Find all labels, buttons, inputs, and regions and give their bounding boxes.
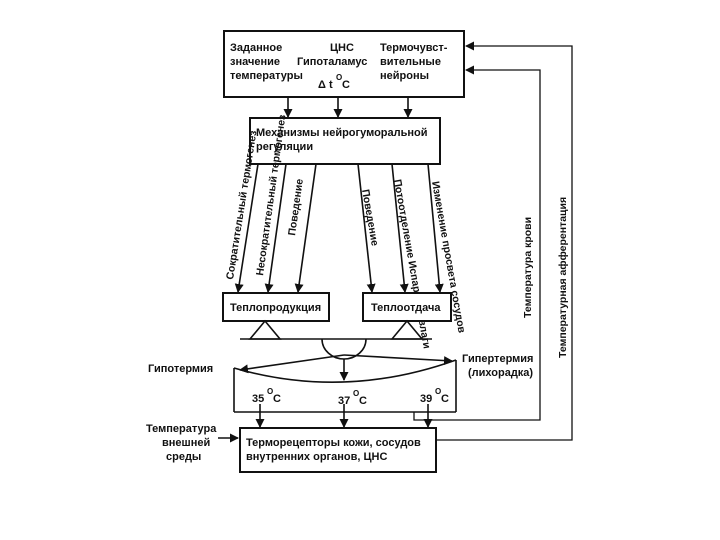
receptors-line-2: внутренних органов, ЦНС: [246, 451, 387, 463]
cns-label: ЦНС: [330, 42, 354, 54]
thermosensitive-line-1: Термочувст-: [380, 42, 448, 54]
hypothalamus-box: [223, 30, 465, 98]
hypothermia-label: Гипотермия: [148, 363, 213, 375]
setpoint-line-2: значение: [230, 56, 280, 68]
hyperthermia-label: Гипертермия: [462, 353, 533, 365]
left-weight-triangle: [248, 319, 282, 340]
temp-39-sup: O: [435, 387, 441, 396]
thermosensitive-line-3: нейроны: [380, 70, 429, 82]
label-contractile: Сократительный термогенез: [224, 130, 259, 281]
heat-production-label: Теплопродукция: [230, 302, 321, 314]
arrow-noncontractile: [264, 163, 287, 293]
delta-unit: C: [342, 79, 350, 91]
receptors-line-1: Терморецепторы кожи, сосудов: [246, 437, 421, 449]
arrow-to-hyperthermia: [343, 354, 453, 366]
arrow-to-hypothermia: [239, 354, 345, 374]
delta-degree-sup: O: [336, 73, 342, 82]
arrow-contractile: [234, 163, 259, 293]
arrow-behavior-right: [357, 163, 376, 293]
blood-temp-label: Температура крови: [522, 217, 534, 318]
mechanisms-line-1: Механизмы нейрогуморальной: [256, 127, 428, 139]
mechanisms-box: [249, 117, 441, 165]
afferentation-label: Температурная афферентация: [557, 197, 569, 358]
external-temp-line-3: среды: [166, 451, 201, 463]
label-sweating: Потоотделение Испарение влаги: [391, 178, 433, 349]
label-behavior-left: Поведение: [286, 178, 306, 237]
blood-temp-loop: [413, 65, 541, 421]
receptors-box: [239, 427, 437, 473]
fever-label: (лихорадка): [468, 367, 533, 379]
temp-37-unit: C: [359, 395, 367, 407]
temp-37-sup: O: [353, 389, 359, 398]
setpoint-line-1: Заданное: [230, 42, 282, 54]
setpoint-line-3: температуры: [230, 70, 303, 82]
label-behavior-right: Поведение: [359, 188, 381, 247]
heat-production-box: [222, 292, 330, 322]
external-temp-line-1: Температура: [146, 423, 217, 435]
thermosensitive-line-2: вительные: [380, 56, 441, 68]
mechanisms-line-2: регуляции: [256, 141, 313, 153]
temp-37-value: 37: [338, 395, 350, 407]
external-temp-line-2: внешней: [162, 437, 210, 449]
temp-39-unit: C: [441, 393, 449, 405]
arrow-behavior-left: [294, 163, 317, 293]
temp-35-unit: C: [273, 393, 281, 405]
arrow-vessel-lumen: [427, 163, 444, 293]
heat-dissipation-label: Теплоотдача: [371, 302, 441, 314]
temp-35-value: 35: [252, 393, 264, 405]
temperature-scale-curve: [233, 359, 457, 384]
temp-35-sup: O: [267, 387, 273, 396]
heat-dissipation-box: [362, 292, 452, 322]
hypothalamus-label: Гипоталамус: [297, 56, 367, 68]
arrow-sweating: [391, 163, 409, 293]
temp-39-value: 39: [420, 393, 432, 405]
delta-t-label: Δ t: [318, 79, 333, 91]
afferentation-loop: [436, 41, 573, 441]
